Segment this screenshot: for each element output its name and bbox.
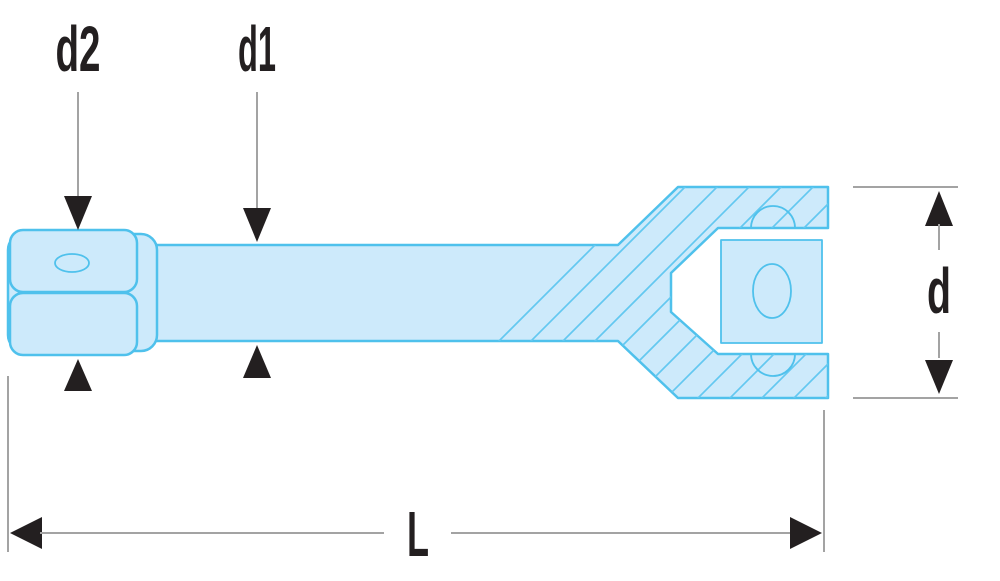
tang-pin-hole (752, 263, 792, 319)
pin-hole-arc-bottom (750, 353, 796, 377)
drive-square-upper (8, 228, 139, 294)
shaft-and-socket-outline (148, 185, 830, 400)
socket-square-tang (720, 239, 823, 344)
label-d: d (927, 255, 951, 327)
dimension-d1: d1 (238, 13, 276, 378)
d-arrow-down-icon (925, 360, 953, 394)
L-arrow-right-icon (790, 517, 822, 549)
dimension-L: L (7, 376, 825, 570)
d2-arrow-up-icon (64, 359, 92, 391)
label-L: L (407, 498, 429, 570)
label-d2: d2 (56, 13, 101, 85)
label-d1: d1 (238, 13, 276, 85)
d2-arrow-down-icon (64, 196, 92, 230)
tool-body (6, 185, 830, 400)
d1-arrow-down-icon (243, 208, 271, 242)
dimension-d: d (853, 186, 958, 399)
drive-square-lower (8, 291, 139, 357)
dimension-d2: d2 (56, 13, 101, 391)
L-arrow-left-icon (10, 517, 42, 549)
d-arrow-up-icon (925, 191, 953, 226)
pin-hole-arc-top (750, 205, 796, 229)
drive-ball-detent-hole (54, 253, 90, 273)
d1-arrow-up-icon (243, 345, 271, 378)
